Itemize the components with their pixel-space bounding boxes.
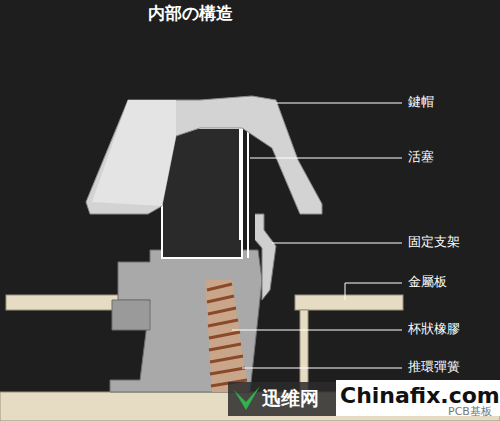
part-label: 活塞 <box>408 150 434 164</box>
keycap <box>86 96 322 214</box>
watermark-text: 迅维网 <box>262 388 319 409</box>
watermark-text: Chinafix.com <box>340 384 500 408</box>
part-label: 杯狀橡膠 <box>408 322 460 336</box>
housing-clip <box>112 300 150 330</box>
plate-post <box>300 310 308 392</box>
part-label: 鍵帽 <box>408 95 434 109</box>
fixing-bracket <box>255 214 276 300</box>
switch-housing <box>110 250 262 392</box>
plunger-rib <box>239 128 241 240</box>
leader-lines <box>232 103 402 368</box>
watermark-backdrop <box>228 382 336 416</box>
part-label: 推環彈簧 <box>408 360 460 374</box>
watermark-logo <box>234 386 260 410</box>
part-label: PCB基板 <box>448 406 492 418</box>
diagram-title: 内部の構造 <box>148 4 233 23</box>
part-label: 固定支架 <box>408 235 460 249</box>
spring-area <box>205 280 248 392</box>
plunger-rib <box>247 128 249 258</box>
keycap-face <box>92 100 176 206</box>
metal-plate <box>295 295 403 310</box>
part-label: 金屬板 <box>408 275 447 289</box>
coil-spring <box>207 284 247 386</box>
